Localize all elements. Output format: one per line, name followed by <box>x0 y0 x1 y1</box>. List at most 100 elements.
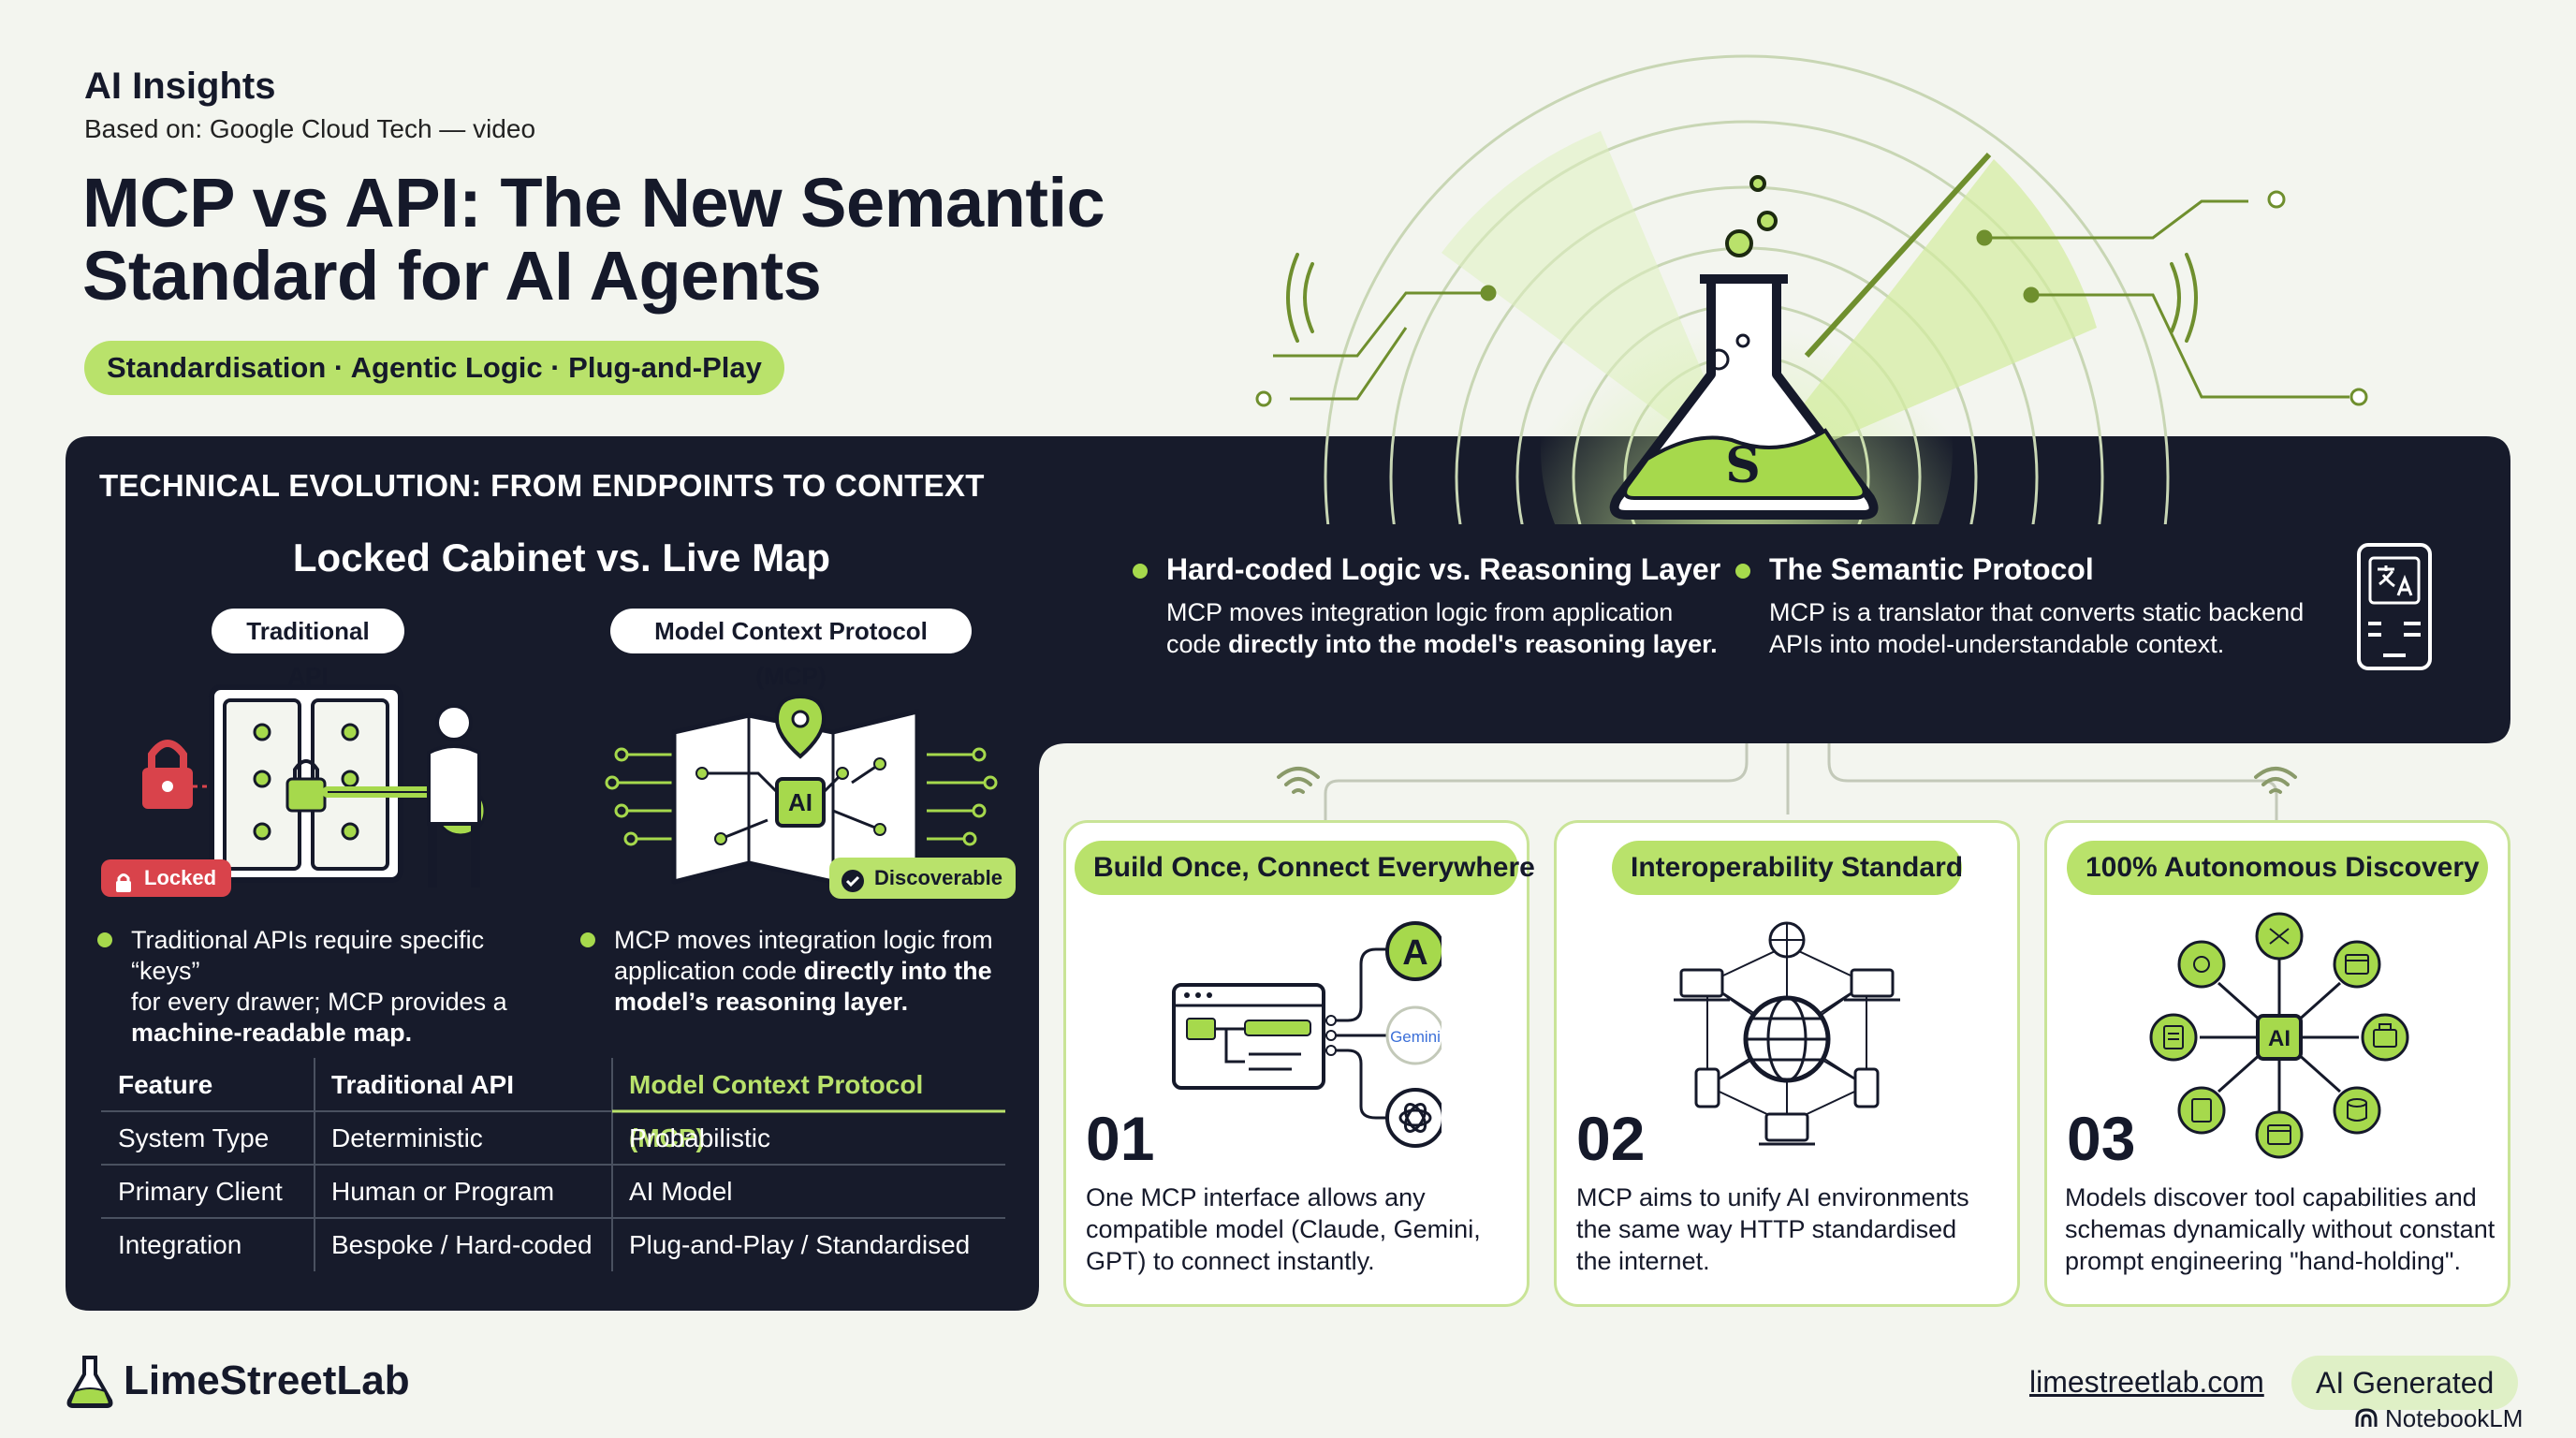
map-illustration: AI <box>605 694 998 885</box>
card-body-line: schemas dynamically without constant <box>2065 1215 2496 1243</box>
map-ai-label: AI <box>788 788 812 816</box>
discoverable-badge: Discoverable <box>829 858 1016 899</box>
card-number: 03 <box>2067 1104 2136 1173</box>
card-body: Models discover tool capabilities and sc… <box>2065 1181 2505 1277</box>
right-bullet-line-2-bold: directly into the <box>803 957 992 985</box>
table-cell: Bespoke / Hard-coded <box>331 1230 593 1259</box>
comparison-subtitle: Locked Cabinet vs. Live Map <box>292 536 831 580</box>
point-body: MCP is a translator that converts static… <box>1769 596 2349 660</box>
table-cell: Plug-and-Play / Standardised <box>629 1230 971 1259</box>
table-cell: Human or Program <box>331 1177 555 1206</box>
lock-icon <box>142 740 193 809</box>
card-body-line: One MCP interface allows any <box>1086 1183 1426 1211</box>
website-link[interactable]: limestreetlab.com <box>2029 1365 2264 1399</box>
card-body-line: the same way HTTP standardised <box>1576 1215 1957 1243</box>
table-cell: Deterministic <box>331 1123 483 1152</box>
point-reasoning-layer: Hard-coded Logic vs. Reasoning Layer MCP… <box>1133 552 1728 660</box>
table-header-cell: Feature <box>118 1070 213 1099</box>
card-body-line: prompt engineering "hand-holding". <box>2065 1247 2461 1275</box>
table-row: Integration Bespoke / Hard-coded Plug-an… <box>101 1218 1005 1271</box>
title-line-2: Standard for AI Agents <box>82 237 822 315</box>
card-body-line: GPT) to connect instantly. <box>1086 1247 1375 1275</box>
discovery-illustration: AI <box>2149 912 2409 1159</box>
calendar-icon <box>2255 1110 2304 1159</box>
right-bullet-line-2-plain: application code <box>614 957 804 985</box>
card-title: 100% Autonomous Discovery <box>2067 841 2488 895</box>
notebooklm-credit: NotebookLM <box>2385 1404 2524 1432</box>
section-title: TECHNICAL EVOLUTION: FROM ENDPOINTS TO C… <box>99 468 985 503</box>
tags-pill: Standardisation · Agentic Logic · Plug-a… <box>84 341 784 395</box>
point-line: MCP moves integration logic from applica… <box>1166 598 1674 626</box>
table-cell: System Type <box>118 1123 270 1152</box>
left-bullet: Traditional APIs require specific “keys”… <box>97 925 524 1049</box>
browser-icon <box>1172 983 1325 1090</box>
translate-icon <box>2357 543 2432 670</box>
table-header-cell: Model Context Protocol (MCP) <box>629 1070 924 1152</box>
page-title: MCP vs API: The New Semantic Standard fo… <box>82 167 1206 313</box>
table-cell: Integration <box>118 1230 242 1259</box>
point-line: MCP is a translator that converts static… <box>1769 598 2305 626</box>
title-line-1: MCP vs API: The New Semantic <box>82 164 1105 242</box>
card-autonomous-discovery <box>2044 820 2510 1307</box>
left-bullet-line-3: machine-readable map. <box>131 1019 413 1047</box>
left-bullet-line-1: Traditional APIs require specific “keys” <box>131 926 485 985</box>
flask-glyph: S <box>1725 437 1761 494</box>
connect-everywhere-illustration: A Gemini <box>1172 921 1442 1148</box>
person-icon <box>427 704 481 888</box>
table-cell: Primary Client <box>118 1177 283 1206</box>
card-body: One MCP interface allows any compatible … <box>1086 1181 1516 1277</box>
table-header-row: Feature Traditional API Model Context Pr… <box>101 1058 1005 1152</box>
card-body-line: MCP aims to unify AI environments <box>1576 1183 1969 1211</box>
chip-icon: AI <box>775 777 826 828</box>
card-body: MCP aims to unify AI environments the sa… <box>1576 1181 2007 1277</box>
openai-icon <box>1385 1088 1442 1148</box>
database-icon <box>2333 1086 2381 1135</box>
document-icon <box>2177 1086 2226 1135</box>
card-body-line: compatible model (Claude, Gemini, <box>1086 1215 1481 1243</box>
right-bullet-line-1: MCP moves integration logic from <box>614 926 993 954</box>
right-bullet-line-2: application code directly into the <box>614 956 1017 987</box>
card-number: 01 <box>1086 1104 1155 1173</box>
table-cell: AI Model <box>629 1177 733 1206</box>
small-lock-icon <box>114 868 133 892</box>
table-grid <box>101 1058 1005 1271</box>
locked-badge: Locked <box>101 859 232 897</box>
brand-kicker: AI Insights <box>84 66 276 107</box>
card-body-line: Models discover tool capabilities and <box>2065 1183 2477 1211</box>
chip-icon <box>2256 1014 2303 1061</box>
laptop-icon <box>1674 968 1900 1146</box>
flask-icon: S <box>1609 274 1879 520</box>
locked-label: Locked <box>144 866 217 889</box>
traditional-api-label: Traditional API <box>212 609 404 690</box>
gear-icon <box>2177 940 2226 989</box>
card-title: Interoperability Standard <box>1612 841 1963 895</box>
claude-icon: A <box>1402 933 1427 973</box>
point-line-plain: code <box>1166 630 1229 658</box>
notebooklm-icon <box>2355 1408 2378 1427</box>
table-row: Primary Client Human or Program AI Model <box>101 1165 1005 1218</box>
check-icon <box>841 866 865 892</box>
document-icon <box>2149 1013 2198 1062</box>
calendar-icon <box>2333 940 2381 989</box>
bullet-dot <box>580 932 595 947</box>
point-body: MCP moves integration logic from applica… <box>1166 596 1728 660</box>
cabinet-illustration <box>142 684 487 888</box>
globe-icon <box>1743 995 1831 1083</box>
left-bullet-line-2: for every drawer; MCP provides a <box>131 988 507 1016</box>
wifi-icon <box>2254 767 2297 794</box>
point-semantic-protocol: The Semantic Protocol MCP is a translato… <box>1735 552 2349 660</box>
bullet-dot <box>97 932 112 947</box>
point-line-bold: directly into the model's reasoning laye… <box>1228 630 1718 658</box>
briefcase-icon <box>2361 1013 2409 1062</box>
map-pin-icon <box>774 694 827 759</box>
bullet-dot <box>1133 564 1148 579</box>
network-illustration <box>1674 921 1900 1146</box>
wifi-icon <box>1277 767 1320 794</box>
point-line: code directly into the model's reasoning… <box>1166 628 1728 660</box>
point-line: APIs into model-understandable context. <box>1769 630 2225 658</box>
card-number: 02 <box>1576 1104 1646 1173</box>
card-body-line: the internet. <box>1576 1247 1710 1275</box>
mcp-label: Model Context Protocol (MCP) <box>610 609 972 690</box>
source-line: Based on: Google Cloud Tech — video <box>84 114 536 143</box>
point-title: The Semantic Protocol <box>1769 552 2094 586</box>
